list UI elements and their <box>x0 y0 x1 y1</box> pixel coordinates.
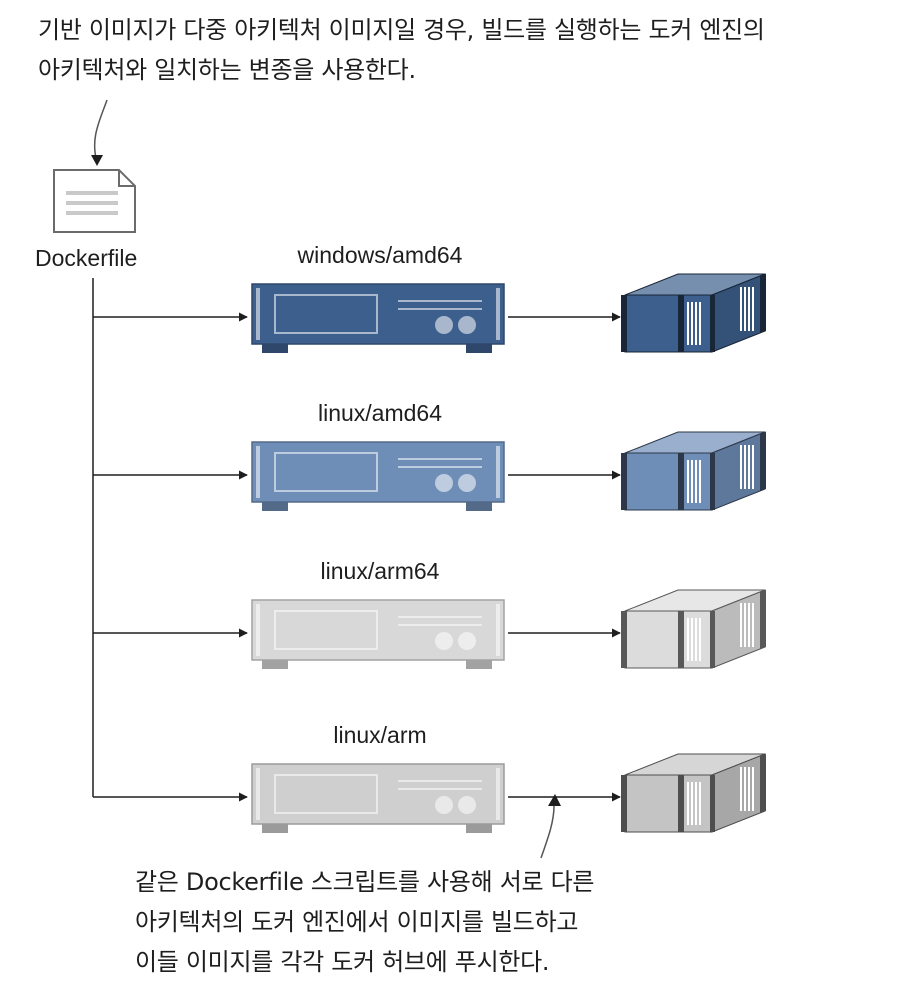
bottom-caption-line-3: 이들 이미지를 각각 도커 허브에 푸시한다. <box>135 948 550 976</box>
top-caption-line-2: 아키텍처와 일치하는 변종을 사용한다. <box>38 56 416 84</box>
top-caption: 기반 이미지가 다중 아키텍처 이미지일 경우, 빌드를 실행하는 도커 엔진의… <box>38 10 765 90</box>
arch-row-windows-amd64: windows/amd64 <box>93 242 766 353</box>
top-caption-line-1: 기반 이미지가 다중 아키텍처 이미지일 경우, 빌드를 실행하는 도커 엔진의 <box>38 16 765 44</box>
arch-label: linux/arm64 <box>321 558 440 584</box>
docker-engine-server-icon <box>251 441 505 511</box>
container-image-icon <box>621 589 766 669</box>
docker-engine-server-icon <box>251 283 505 353</box>
arch-label: windows/amd64 <box>297 242 463 268</box>
docker-engine-server-icon <box>251 763 505 833</box>
arch-label: linux/amd64 <box>318 400 442 426</box>
bottom-callout-arrowhead <box>548 794 561 806</box>
bottom-callout-line <box>540 805 555 859</box>
container-image-icon <box>621 273 766 353</box>
arch-row-linux-amd64: linux/amd64 <box>93 400 766 511</box>
top-callout-arrowhead <box>91 155 103 166</box>
arch-row-linux-arm: linux/arm <box>93 722 766 833</box>
arch-label: linux/arm <box>333 722 426 748</box>
bottom-caption-line-2: 아키텍처의 도커 엔진에서 이미지를 빌드하고 <box>135 908 579 936</box>
container-image-icon <box>621 753 766 833</box>
container-image-icon <box>621 431 766 511</box>
bottom-caption: 같은 Dockerfile 스크립트를 사용해 서로 다른 아키텍처의 도커 엔… <box>135 862 594 982</box>
dockerfile-label: Dockerfile <box>35 245 137 271</box>
dockerfile-document-icon <box>53 169 136 233</box>
arch-row-linux-arm64: linux/arm64 <box>93 558 766 669</box>
docker-engine-server-icon <box>251 599 505 669</box>
bottom-caption-line-1: 같은 Dockerfile 스크립트를 사용해 서로 다른 <box>135 868 595 896</box>
top-callout-line <box>93 99 108 163</box>
